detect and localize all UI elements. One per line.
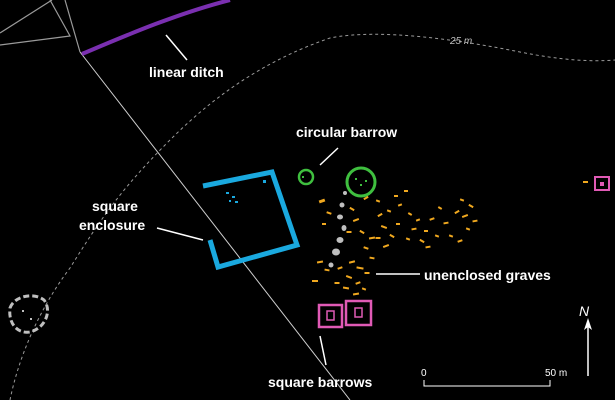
grave-mark <box>437 206 443 210</box>
scale-bar: 0 50 m <box>421 368 567 387</box>
grave-mark <box>389 233 395 239</box>
barrow-interior-dots <box>302 176 367 186</box>
grave-mark <box>454 209 460 215</box>
north-arrow-icon: N <box>579 303 592 376</box>
grave-mark <box>411 227 417 231</box>
outlying-grave-dots <box>404 181 588 192</box>
grave-mark <box>429 217 435 221</box>
north-arrow-label: N <box>579 303 590 319</box>
contour-label: 25 m <box>449 36 472 47</box>
leader-circular-barrow <box>319 147 339 166</box>
grave-mark <box>468 203 474 209</box>
label-square-barrows: square barrows <box>268 374 372 390</box>
leader-linear-ditch <box>165 34 188 61</box>
grave-mark <box>459 198 465 202</box>
grave-mark <box>380 225 388 229</box>
grave-mark <box>359 229 365 235</box>
label-unenclosed-graves: unenclosed graves <box>424 267 551 283</box>
grave-mark <box>337 266 343 270</box>
grave-mark <box>348 260 356 264</box>
grave-mark <box>419 238 425 244</box>
grave-mark <box>415 218 421 222</box>
scale-bar-start: 0 <box>421 368 427 379</box>
grave-mark <box>434 234 440 238</box>
grey-pit-features <box>328 191 347 268</box>
grave-mark <box>397 203 403 207</box>
circular-barrow-large <box>345 166 377 198</box>
grave-mark <box>394 195 398 197</box>
label-linear-ditch: linear ditch <box>149 64 224 80</box>
grave-mark <box>424 230 428 232</box>
leader-lines <box>156 34 420 366</box>
grave-mark <box>461 214 469 218</box>
grave-mark <box>352 218 360 222</box>
grave-mark <box>318 198 326 204</box>
circular-barrow-small <box>297 168 315 186</box>
label-square-enclosure-1: square <box>92 198 138 214</box>
grave-mark <box>363 246 369 250</box>
label-square-enclosure-2: enclosure <box>79 217 145 233</box>
linear-ditch-feature <box>81 0 231 56</box>
enclosure-interior-dots <box>226 180 266 203</box>
field-edge-line <box>79 51 351 400</box>
grave-mark <box>356 266 364 270</box>
grave-mark <box>425 245 431 249</box>
square-barrows-feature <box>317 299 373 329</box>
scale-bar-end: 50 m <box>545 368 567 379</box>
grave-mark <box>345 275 353 279</box>
grave-mark <box>375 199 381 203</box>
leader-square-enclosure <box>156 227 204 241</box>
grave-mark <box>368 236 376 240</box>
grave-mark <box>316 260 324 264</box>
contour-line <box>9 33 615 400</box>
field-boundary <box>0 0 81 53</box>
grave-mark <box>312 280 318 282</box>
grave-mark <box>472 219 478 223</box>
grave-mark <box>405 237 411 241</box>
grave-mark <box>334 282 340 284</box>
grave-mark <box>361 287 367 291</box>
grave-mark <box>363 195 369 201</box>
grave-mark <box>465 227 471 231</box>
square-enclosure-feature <box>202 169 301 271</box>
grave-mark <box>448 234 454 238</box>
grave-mark <box>342 286 350 290</box>
outlying-square-barrow <box>594 176 610 191</box>
grave-mark <box>382 244 390 248</box>
grey-ring-ditch <box>8 294 49 334</box>
grave-mark <box>355 281 361 285</box>
grave-mark <box>443 221 449 225</box>
label-circular-barrow: circular barrow <box>296 124 397 140</box>
grave-mark <box>324 268 330 272</box>
grave-mark <box>457 239 463 243</box>
grave-mark <box>375 237 381 239</box>
grave-mark <box>396 223 400 225</box>
grave-mark <box>352 292 360 296</box>
grave-mark <box>346 231 352 233</box>
grave-mark <box>349 206 355 212</box>
grave-mark <box>377 212 383 218</box>
grave-mark <box>322 223 326 225</box>
grave-mark <box>326 211 332 215</box>
leader-square-barrows <box>319 335 327 366</box>
unenclosed-graves-cluster <box>312 195 478 296</box>
grave-mark <box>386 209 392 213</box>
grave-mark <box>369 256 375 260</box>
grave-mark <box>407 212 413 216</box>
grave-mark <box>364 272 370 274</box>
